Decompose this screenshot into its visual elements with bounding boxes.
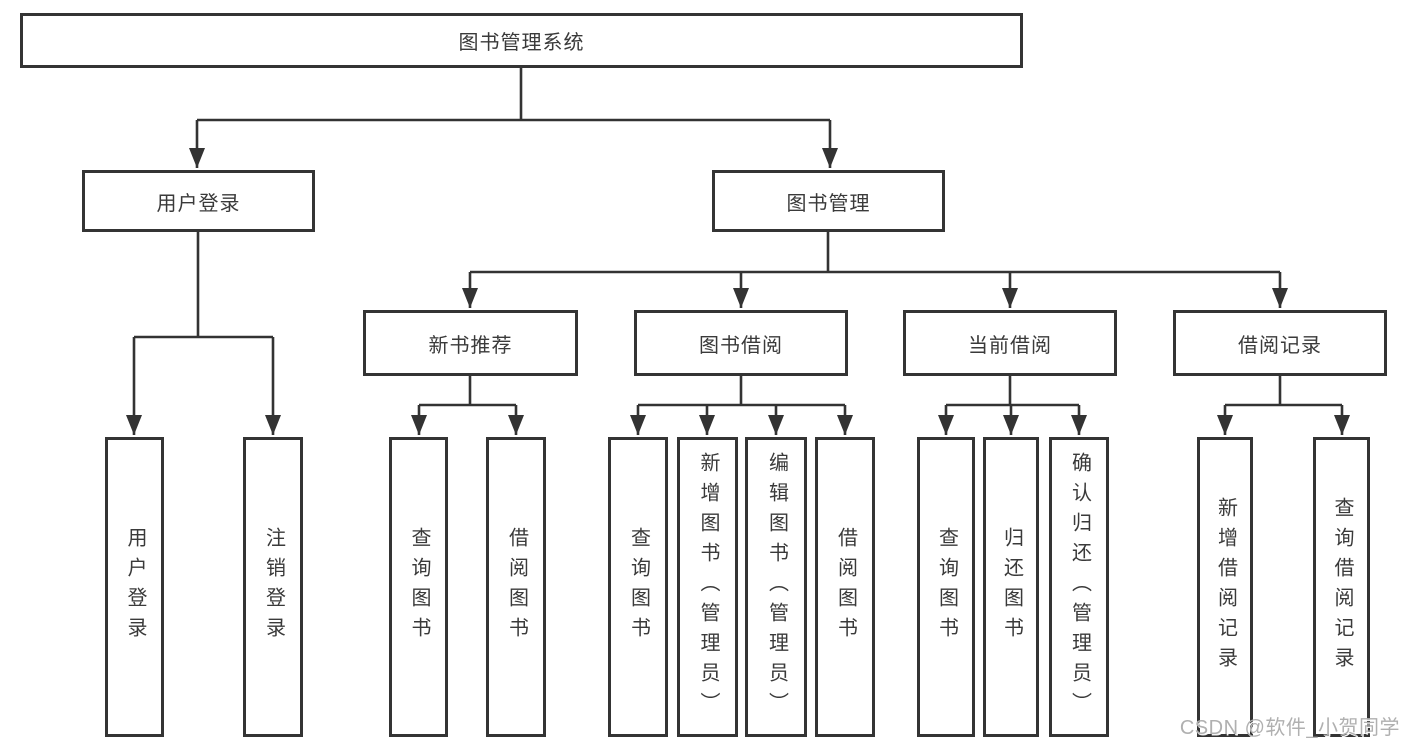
- node-borrow-record: 借阅记录: [1173, 310, 1387, 376]
- leaf-user-login-label: 用户登录: [124, 527, 146, 647]
- leaf-newbook-query-label: 查询图书: [408, 527, 430, 647]
- node-book-borrow: 图书借阅: [634, 310, 848, 376]
- leaf-record-add-label: 新增借阅记录: [1214, 497, 1237, 677]
- leaf-record-add: 新增借阅记录: [1197, 437, 1253, 737]
- leaf-current-query-label: 查询图书: [935, 527, 958, 647]
- leaf-current-return: 归还图书: [983, 437, 1039, 737]
- node-book-management: 图书管理: [712, 170, 945, 232]
- leaf-newbook-borrow-label: 借阅图书: [505, 527, 528, 647]
- leaf-borrow-query-label: 查询图书: [627, 527, 650, 647]
- leaf-borrow-query: 查询图书: [608, 437, 668, 737]
- leaf-newbook-query: 查询图书: [389, 437, 448, 737]
- leaf-record-query-label: 查询借阅记录: [1331, 497, 1353, 677]
- leaf-current-confirm: 确认归还（管理员）: [1049, 437, 1109, 737]
- leaf-logout-label: 注销登录: [262, 527, 285, 647]
- leaf-borrow-book-label: 借阅图书: [834, 527, 857, 647]
- leaf-borrow-add: 新增图书（管理员）: [677, 437, 738, 737]
- leaf-borrow-edit-label: 编辑图书（管理员）: [765, 452, 788, 722]
- leaf-borrow-add-label: 新增图书（管理员）: [697, 452, 719, 722]
- leaf-current-return-label: 归还图书: [1000, 527, 1023, 647]
- leaf-borrow-book: 借阅图书: [815, 437, 875, 737]
- node-new-book-recommend: 新书推荐: [363, 310, 578, 376]
- csdn-watermark: CSDN @软件_小贺同学: [1179, 717, 1400, 739]
- node-current-borrow: 当前借阅: [903, 310, 1117, 376]
- leaf-record-query: 查询借阅记录: [1313, 437, 1370, 737]
- node-root: 图书管理系统: [20, 13, 1023, 68]
- leaf-newbook-borrow: 借阅图书: [486, 437, 546, 737]
- leaf-user-login: 用户登录: [105, 437, 164, 737]
- leaf-current-confirm-label: 确认归还（管理员）: [1068, 452, 1091, 722]
- node-user-login: 用户登录: [82, 170, 315, 232]
- leaf-borrow-edit: 编辑图书（管理员）: [745, 437, 807, 737]
- leaf-logout: 注销登录: [243, 437, 303, 737]
- leaf-current-query: 查询图书: [917, 437, 975, 737]
